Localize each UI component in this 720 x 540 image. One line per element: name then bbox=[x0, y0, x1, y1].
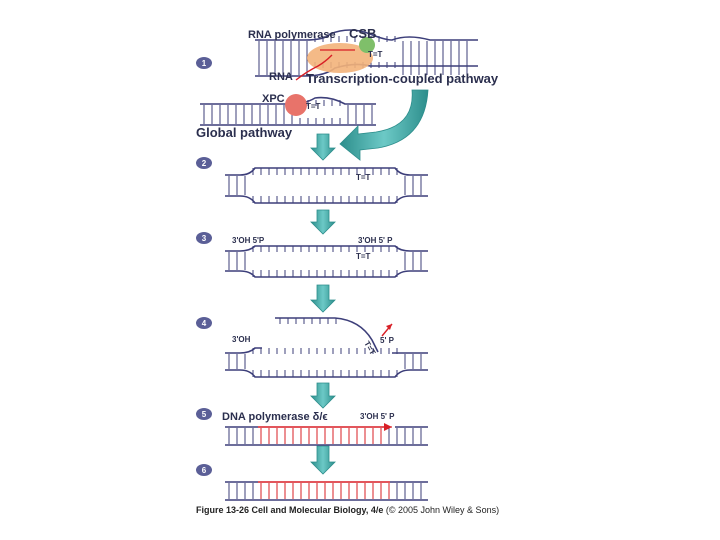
step-6: 6 bbox=[196, 464, 428, 501]
upper-strand-left bbox=[225, 347, 262, 354]
base-pairs bbox=[228, 348, 422, 377]
synthesis-arrowhead bbox=[384, 423, 392, 431]
step-4-badge: 4 bbox=[196, 317, 212, 329]
step-number: 1 bbox=[202, 59, 207, 68]
step-arrow bbox=[310, 209, 336, 235]
dimer-label-upper: T=T bbox=[368, 50, 383, 59]
step-2: 2 T=T bbox=[196, 157, 428, 204]
step-badge-bg bbox=[196, 408, 212, 420]
step-2-badge: 2 bbox=[196, 157, 212, 169]
dimer-label: T=T bbox=[356, 252, 371, 261]
right-ends-label: 3'OH 5' P bbox=[358, 236, 393, 245]
step-badge-bg bbox=[196, 232, 212, 244]
release-arrowhead bbox=[386, 324, 392, 330]
released-fragment bbox=[275, 317, 379, 353]
upper-strand-left bbox=[225, 245, 262, 252]
transcription-coupled-arrow bbox=[339, 89, 429, 161]
global-pathway-label: Global pathway bbox=[196, 125, 293, 140]
upper-strand bbox=[225, 167, 428, 176]
repaired-duplex bbox=[225, 481, 428, 501]
right-end-label: 5' P bbox=[380, 336, 395, 345]
step-number: 6 bbox=[202, 466, 207, 475]
step-number: 3 bbox=[202, 234, 207, 243]
fragment-bases bbox=[279, 318, 337, 324]
rna-label: RNA bbox=[269, 71, 293, 83]
step-number: 5 bbox=[202, 410, 207, 419]
ends-label: 3'OH 5' P bbox=[360, 412, 395, 421]
step-1-badge: 1 bbox=[196, 57, 212, 69]
incised-duplex bbox=[225, 245, 428, 278]
xpc-protein-shape bbox=[285, 94, 307, 116]
rna-strand bbox=[295, 54, 333, 81]
csb-protein-shape bbox=[359, 37, 375, 53]
step-arrow bbox=[310, 445, 336, 475]
step-4: 4 3'OH 5' P T=T bbox=[196, 317, 428, 378]
process-arrows bbox=[310, 133, 336, 475]
dna-polymerase-label: DNA polymerase δ/ϵ bbox=[222, 411, 328, 423]
step-number: 4 bbox=[202, 319, 207, 328]
gapped-duplex bbox=[225, 347, 428, 378]
dimer-label: T=T bbox=[356, 173, 371, 182]
step-3: 3 3'OH 5'P 3'OH 5' P T=T bbox=[196, 232, 428, 278]
left-ends-label: 3'OH 5'P bbox=[232, 236, 265, 245]
base-pairs bbox=[228, 483, 422, 499]
lower-strand bbox=[225, 195, 428, 204]
caption-normal: (© 2005 John Wiley & Sons) bbox=[383, 505, 499, 515]
upper-strand-right bbox=[385, 245, 428, 252]
step-arrow bbox=[310, 284, 336, 313]
xpc-label: XPC bbox=[262, 93, 285, 105]
repair-synthesis-duplex bbox=[225, 426, 428, 446]
base-pairs bbox=[228, 246, 422, 277]
left-end-label: 3'OH bbox=[232, 335, 251, 344]
step-arrow bbox=[310, 382, 336, 409]
step-number: 2 bbox=[202, 159, 207, 168]
step-6-badge: 6 bbox=[196, 464, 212, 476]
step-5-badge: 5 bbox=[196, 408, 212, 420]
excised-oligo bbox=[275, 317, 379, 353]
step-badge-bg bbox=[196, 464, 212, 476]
open-bubble-duplex bbox=[225, 167, 428, 204]
figure-caption: Figure 13-26 Cell and Molecular Biology,… bbox=[196, 505, 499, 515]
lower-strand bbox=[225, 270, 428, 278]
csb-label: CSB bbox=[349, 26, 376, 41]
upper-strand bbox=[255, 29, 478, 41]
step-3-badge: 3 bbox=[196, 232, 212, 244]
transcription-coupled-label: Transcription-coupled pathway bbox=[306, 71, 499, 86]
caption-bold: Figure 13-26 Cell and Molecular Biology,… bbox=[196, 505, 383, 515]
base-pairs bbox=[228, 168, 422, 203]
step-5: 5 DNA polymerase δ/ϵ 3'OH 5' P bbox=[196, 408, 428, 446]
base-pairs bbox=[228, 428, 422, 444]
rna-polymerase-label: RNA polymerase bbox=[248, 29, 336, 41]
step-1: 1 RNA polymerase CSB T=T RNA Transcripti… bbox=[196, 26, 499, 161]
step-badge-bg bbox=[196, 157, 212, 169]
lower-strand bbox=[225, 369, 428, 378]
dimer-label-lower: T=T bbox=[306, 102, 321, 111]
step-badge-bg bbox=[196, 317, 212, 329]
step-badge-bg bbox=[196, 57, 212, 69]
step-arrow bbox=[310, 133, 336, 161]
